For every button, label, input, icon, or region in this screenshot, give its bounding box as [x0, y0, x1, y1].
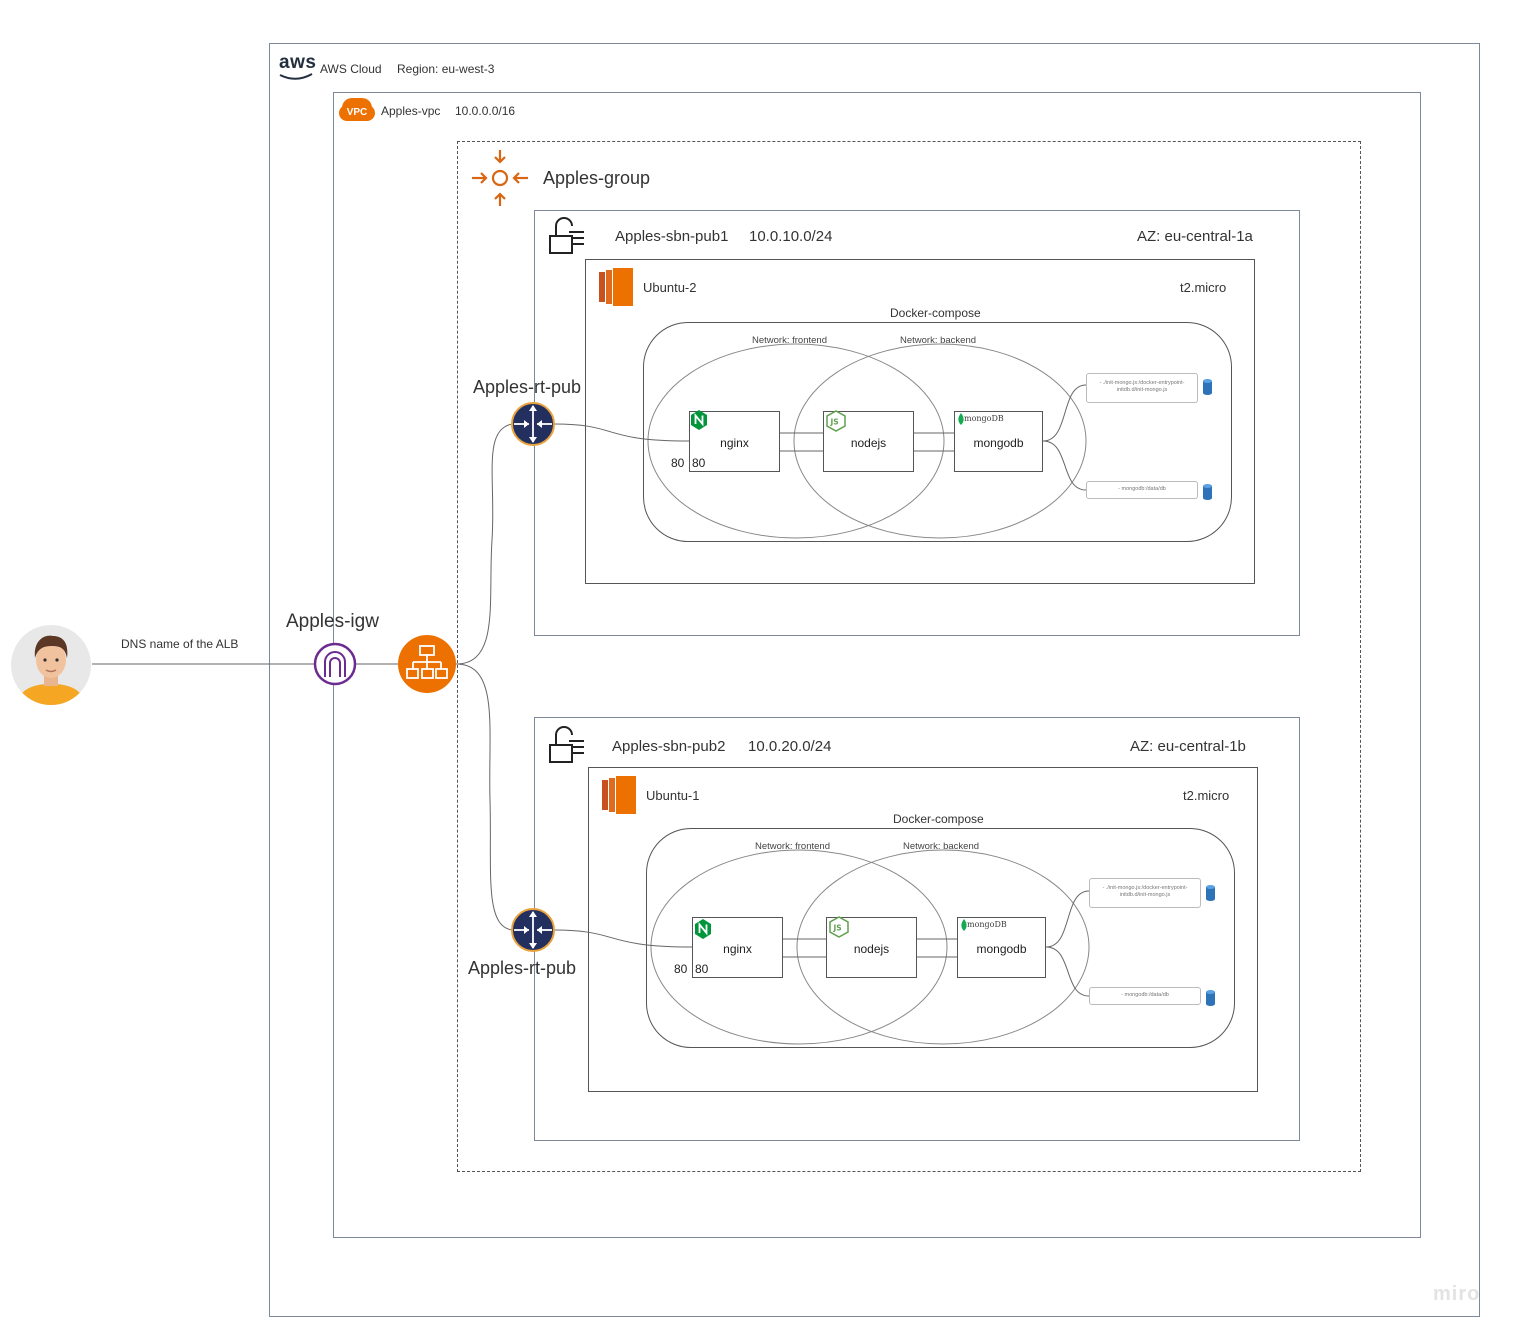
nginx-2-container-port: 80: [695, 962, 709, 976]
compose-2-label: Docker-compose: [893, 812, 984, 826]
compose-1-net-frontend: Network: frontend: [752, 335, 827, 346]
mongodb-logo-1: mongoDB: [964, 414, 1004, 423]
region-label: Region: eu-west-3: [397, 62, 495, 76]
user-link-label: DNS name of the ALB: [121, 637, 239, 651]
subnet-1-az: AZ: eu-central-1a: [1137, 228, 1253, 245]
aws-logo: aws: [279, 52, 317, 73]
mongodb-logo-2: mongoDB: [967, 920, 1007, 929]
compose-2-net-frontend: Network: frontend: [755, 841, 830, 852]
volume-1b: - mongodb:/data/db: [1086, 481, 1198, 499]
subnet-2-cidr: 10.0.20.0/24: [748, 738, 832, 755]
group-name: Apples-group: [543, 168, 651, 188]
nginx-1-host-port: 80: [671, 456, 685, 470]
compose-2-net-backend: Network: backend: [903, 841, 980, 852]
compose-1-label: Docker-compose: [890, 306, 981, 320]
nginx-2-host-port: 80: [674, 962, 688, 976]
router-2-label: Apples-rt-pub: [468, 958, 577, 978]
subnet-1-cidr: 10.0.10.0/24: [749, 228, 833, 245]
vpc-name: Apples-vpc: [381, 104, 441, 118]
instance-2-type: t2.micro: [1183, 788, 1230, 803]
volume-1a: - ./init-mongo.js:/docker-entrypoint-ini…: [1086, 373, 1198, 403]
router-1-label: Apples-rt-pub: [473, 377, 582, 397]
miro-watermark: miro: [1433, 1283, 1481, 1305]
subnet-1-name: Apples-sbn-pub1: [615, 228, 729, 245]
instance-1-name: Ubuntu-2: [643, 280, 697, 295]
subnet-2-name: Apples-sbn-pub2: [612, 738, 726, 755]
vpc-icon: VPC: [339, 98, 375, 122]
nodejs-service-1: nodejs: [823, 411, 914, 472]
vpc-cidr: 10.0.0.0/16: [455, 104, 516, 118]
subnet-2-az: AZ: eu-central-1b: [1130, 738, 1246, 755]
instance-2-container: [588, 767, 1258, 1092]
aws-cloud-label: AWS Cloud: [320, 62, 382, 76]
volume-2b: - mongodb:/data/db: [1089, 987, 1201, 1005]
instance-2-name: Ubuntu-1: [646, 788, 700, 803]
volume-2a: - ./init-mongo.js:/docker-entrypoint-ini…: [1089, 878, 1201, 908]
instance-1-container: [585, 259, 1255, 584]
nginx-1-container-port: 80: [692, 456, 706, 470]
compose-1-net-backend: Network: backend: [900, 335, 977, 346]
instance-1-type: t2.micro: [1180, 280, 1227, 295]
aws-cloud-container: [269, 43, 1480, 1317]
vpc-badge-text: VPC: [346, 107, 368, 118]
user-avatar: [11, 625, 91, 705]
igw-label: Apples-igw: [286, 611, 379, 632]
nodejs-service-2: nodejs: [826, 917, 917, 978]
